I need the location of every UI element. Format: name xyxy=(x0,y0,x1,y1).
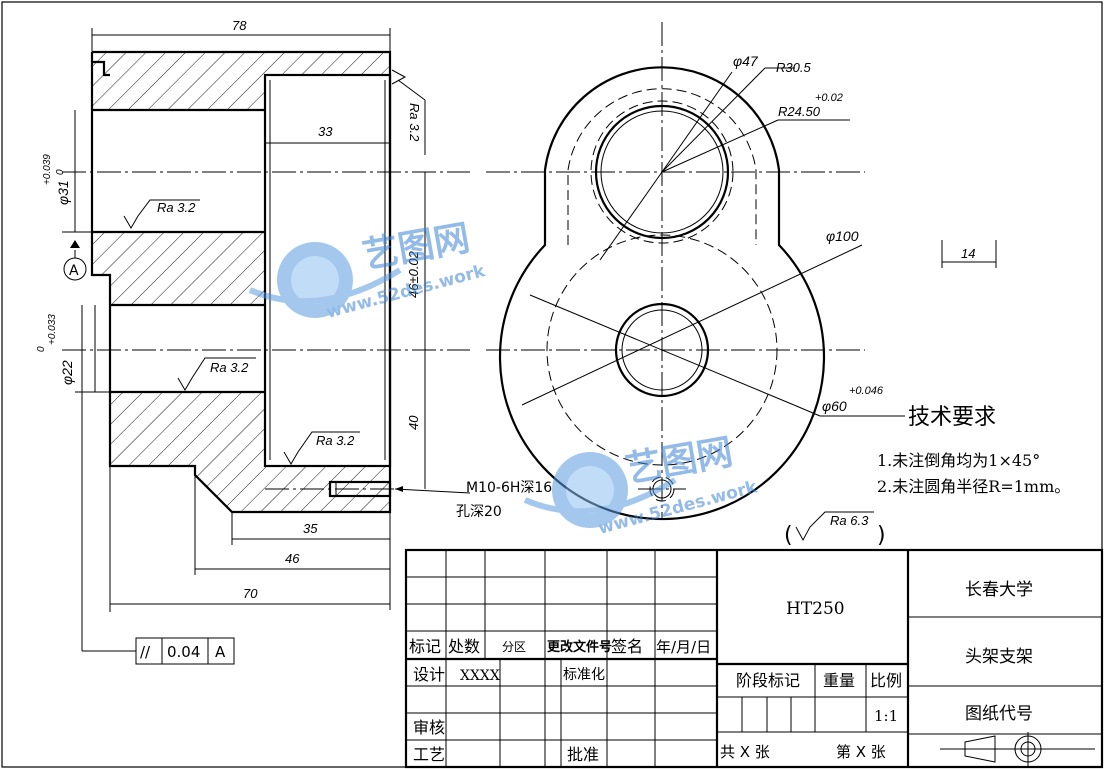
dim-phi31-upper-tol: +0.039 xyxy=(42,154,53,185)
dim-46: 46 xyxy=(285,551,300,566)
roughness-symbol-1: Ra 3.2 xyxy=(123,199,200,229)
requirement-1: 1.未注倒角均为1×45° xyxy=(877,451,1040,470)
dim-phi60: φ60 xyxy=(822,398,847,414)
svg-text:艺图网: 艺图网 xyxy=(622,432,735,491)
requirements-title: 技术要求 xyxy=(908,405,996,430)
dim-40: 40 xyxy=(406,415,421,430)
general-roughness: ( Ra 6.3 ) xyxy=(784,511,886,548)
dim-phi31: φ31 xyxy=(55,180,71,205)
tb-scale-label: 比例 xyxy=(870,671,902,690)
dim-phi100: φ100 xyxy=(826,228,859,244)
tb-change-doc: 更改文件号 xyxy=(547,639,612,655)
tb-sheets-total: 共 X 张 xyxy=(720,743,770,761)
hatch-bottom xyxy=(110,392,390,512)
dim-phi31-lower-tol: 0 xyxy=(55,169,66,175)
tb-school: 长春大学 xyxy=(965,580,1033,600)
requirement-2: 2.未注圆角半径R=1mm。 xyxy=(877,477,1070,496)
datum-label: A xyxy=(69,263,79,279)
tb-process: 工艺 xyxy=(413,745,445,764)
title-block: 标记 处数 分区 更改文件号 签名 年/月/日 设计 XXXX 标准化 审核 工… xyxy=(404,548,1104,769)
dim-phi22-upper-tol: +0.033 xyxy=(47,314,58,345)
tb-scale-value: 1:1 xyxy=(874,707,898,725)
roughness-symbol-3: Ra 3.2 xyxy=(283,431,360,465)
tb-review: 审核 xyxy=(413,718,445,737)
roughness-symbol-4: Ra 3.2 xyxy=(391,69,426,155)
tb-standard: 标准化 xyxy=(563,667,605,683)
thread-callout-line1: M10-6H深16 xyxy=(466,480,552,496)
tb-designer: XXXX xyxy=(460,668,500,684)
dim-78: 78 xyxy=(232,18,247,33)
tb-sign: 签名 xyxy=(611,637,643,656)
tolerance-symbol: // xyxy=(140,643,151,661)
watermark-2: 艺图网 www.52des.work xyxy=(523,432,760,539)
tb-stage-mark: 阶段标记 xyxy=(736,671,800,690)
tb-date: 年/月/日 xyxy=(656,638,711,656)
dim-70: 70 xyxy=(243,586,258,601)
tb-part-name: 头架支架 xyxy=(965,647,1033,667)
section-view: 78 33 46±0.02 40 35 46 70 φ31 +0.039 0 φ… xyxy=(36,18,552,665)
dim-46-tol: 46±0.02 xyxy=(406,250,421,298)
tolerance-value: 0.04 xyxy=(167,643,200,661)
dim-14: 14 xyxy=(961,246,975,261)
tb-weight: 重量 xyxy=(823,671,855,690)
svg-text:(: ( xyxy=(784,523,793,548)
tb-material: HT250 xyxy=(786,599,845,619)
svg-text:): ) xyxy=(877,523,886,548)
dim-35: 35 xyxy=(303,521,318,536)
svg-text:Ra 3.2: Ra 3.2 xyxy=(316,433,355,448)
svg-text:Ra 3.2: Ra 3.2 xyxy=(157,200,196,215)
dim-33: 33 xyxy=(318,124,333,139)
svg-text:Ra 3.2: Ra 3.2 xyxy=(407,103,422,142)
tb-mark: 标记 xyxy=(409,637,441,656)
hatch-top xyxy=(92,52,390,110)
thread-callout-line2: 孔深20 xyxy=(456,504,502,520)
dim-phi22: φ22 xyxy=(59,360,75,385)
dim-r30-5: R30.5 xyxy=(776,60,811,75)
projection-symbol-icon xyxy=(940,732,1095,766)
tb-approve: 批准 xyxy=(567,745,599,764)
dim-phi47: φ47 xyxy=(733,53,759,69)
tb-drawing-no: 图纸代号 xyxy=(965,704,1033,724)
dim-phi60-upper-tol: +0.046 xyxy=(849,385,884,397)
dim-phi22-lower-tol: 0 xyxy=(36,346,47,352)
tolerance-datum: A xyxy=(215,643,226,661)
svg-text:Ra 6.3: Ra 6.3 xyxy=(830,513,869,528)
tb-zone: 分区 xyxy=(502,640,526,654)
tb-count: 处数 xyxy=(448,637,480,656)
dim-r24-5-tol: +0.02 xyxy=(815,92,843,104)
dim-r24-5: R24.50 xyxy=(778,104,821,119)
front-view: φ47 R30.5 R24.50 +0.02 φ100 φ60 +0.046 1… xyxy=(486,22,997,521)
tb-design: 设计 xyxy=(413,665,445,684)
roughness-symbol-2: Ra 3.2 xyxy=(177,357,256,391)
svg-text:Ra 3.2: Ra 3.2 xyxy=(210,360,249,375)
hatch-middle xyxy=(92,232,265,305)
tb-sheet-no: 第 X 张 xyxy=(836,743,886,761)
technical-requirements: 技术要求 1.未注倒角均为1×45° 2.未注圆角半径R=1mm。 xyxy=(877,405,1070,496)
watermark-1: 艺图网 www.52des.work xyxy=(248,218,488,323)
